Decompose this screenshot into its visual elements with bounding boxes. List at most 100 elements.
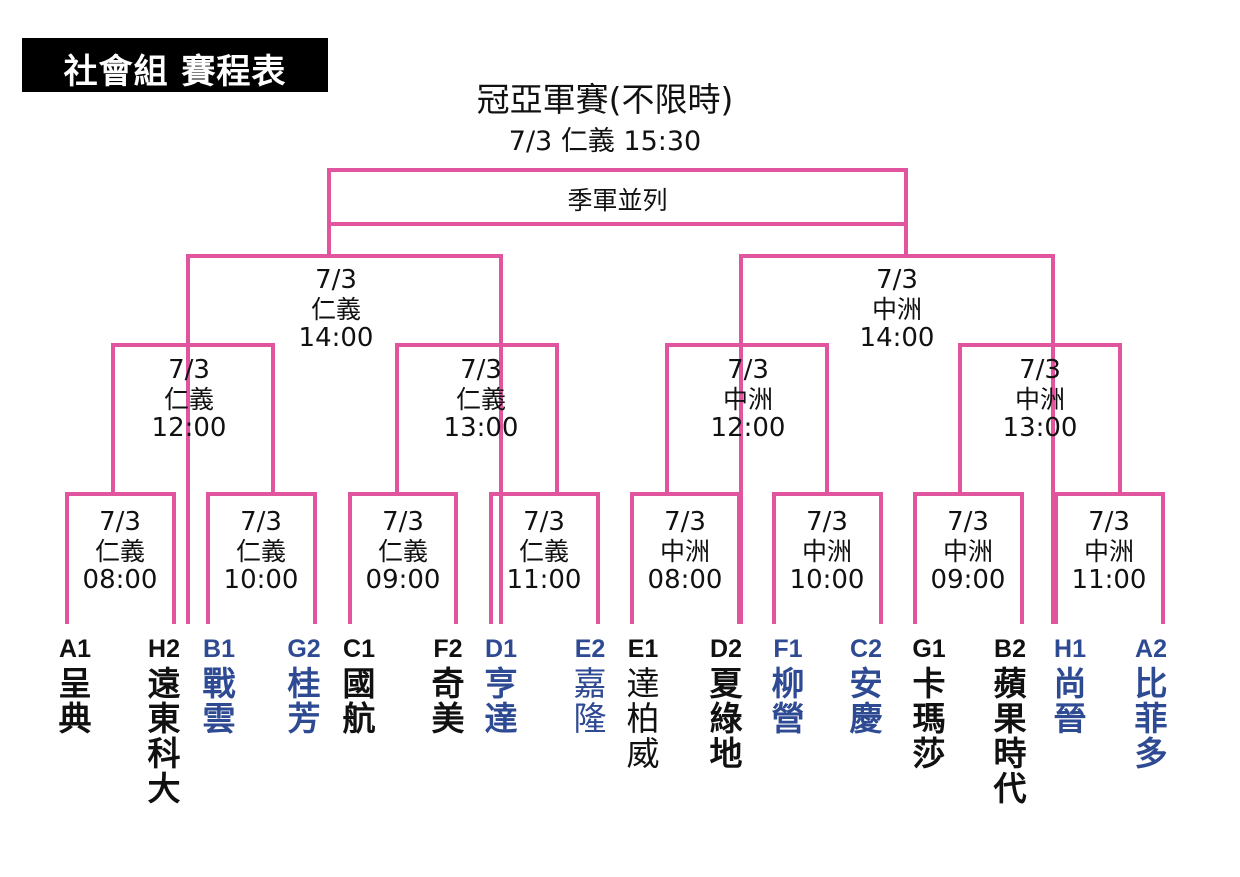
team-name: 夏綠地 <box>709 664 743 773</box>
team-code: B1 <box>203 635 235 663</box>
quarterfinal-1-label: 7/3 仁義 12:00 <box>139 356 239 443</box>
match-venue: 中洲 <box>659 537 710 566</box>
round1-bracket-1 <box>65 492 176 624</box>
team-name: 達柏威 <box>626 664 660 773</box>
match-date: 7/3 <box>727 355 769 385</box>
team-code: B2 <box>994 635 1026 663</box>
final-schedule: 7/3 仁義 15:30 <box>508 126 702 157</box>
match-venue: 中洲 <box>722 385 773 414</box>
team-g1: G1 卡瑪莎 <box>889 634 969 771</box>
team-name: 亨達 <box>484 664 518 738</box>
team-name: 安慶 <box>849 664 883 738</box>
team-name: 柳營 <box>771 664 805 738</box>
round1-match-5-label: 7/3 中洲 08:00 <box>635 508 735 595</box>
quarterfinal-bracket-1 <box>111 343 275 494</box>
match-time: 10:00 <box>789 565 865 595</box>
page-title: 社會組 賽程表 <box>63 52 287 92</box>
match-time: 14:00 <box>298 323 374 353</box>
team-name: 奇美 <box>431 664 465 738</box>
team-name: 戰雲 <box>202 664 236 738</box>
round1-bracket-6 <box>772 492 883 624</box>
match-time: 08:00 <box>82 565 158 595</box>
team-name: 遠東科大 <box>147 664 181 808</box>
team-c2: C2 安慶 <box>826 634 906 736</box>
team-code: H2 <box>148 635 180 663</box>
team-code: G2 <box>287 635 321 663</box>
team-h1: H1 尚晉 <box>1030 634 1110 736</box>
match-venue: 仁義 <box>518 537 569 566</box>
team-name: 嘉隆 <box>573 664 607 738</box>
round1-bracket-3 <box>348 492 458 624</box>
match-venue: 中洲 <box>871 295 922 324</box>
match-time: 11:00 <box>506 565 582 595</box>
match-time: 08:00 <box>647 565 723 595</box>
match-date: 7/3 <box>315 265 357 295</box>
team-code: C1 <box>343 635 375 663</box>
team-name: 尚晉 <box>1053 664 1087 738</box>
team-code: G1 <box>912 635 946 663</box>
team-code: A2 <box>1135 635 1167 663</box>
match-date: 7/3 <box>947 507 989 537</box>
match-date: 7/3 <box>460 355 502 385</box>
match-time: 13:00 <box>443 413 519 443</box>
match-date: 7/3 <box>1088 507 1130 537</box>
match-time: 09:00 <box>930 565 1006 595</box>
match-date: 7/3 <box>876 265 918 295</box>
team-h2: H2 遠東科大 <box>124 634 204 806</box>
team-name: 呈典 <box>58 664 92 738</box>
team-d2: D2 夏綠地 <box>686 634 766 771</box>
match-time: 09:00 <box>365 565 441 595</box>
quarterfinal-3-label: 7/3 中洲 12:00 <box>698 356 798 443</box>
round1-bracket-7 <box>913 492 1024 624</box>
match-time: 11:00 <box>1071 565 1147 595</box>
team-g2: G2 桂芳 <box>264 634 344 736</box>
match-date: 7/3 <box>240 507 282 537</box>
team-name: 國航 <box>342 664 376 738</box>
team-f1: F1 柳營 <box>748 634 828 736</box>
quarterfinal-2-label: 7/3 仁義 13:00 <box>431 356 531 443</box>
match-venue: 仁義 <box>310 295 361 324</box>
team-f2: F2 奇美 <box>408 634 488 736</box>
round1-match-1-label: 7/3 仁義 08:00 <box>70 508 170 595</box>
match-date: 7/3 <box>168 355 210 385</box>
team-name: 比菲多 <box>1134 664 1168 773</box>
team-name: 桂芳 <box>287 664 321 738</box>
match-date: 7/3 <box>99 507 141 537</box>
team-a1: A1 呈典 <box>35 634 115 736</box>
round1-match-4-label: 7/3 仁義 11:00 <box>494 508 594 595</box>
team-name: 蘋果時代 <box>993 664 1027 808</box>
round1-bracket-5 <box>630 492 741 624</box>
team-b2: B2 蘋果時代 <box>970 634 1050 806</box>
quarterfinal-4-label: 7/3 中洲 13:00 <box>990 356 1090 443</box>
team-code: E1 <box>627 635 659 663</box>
team-name: 卡瑪莎 <box>912 664 946 773</box>
match-venue: 仁義 <box>163 385 214 414</box>
round1-bracket-2 <box>206 492 317 624</box>
round1-match-7-label: 7/3 中洲 09:00 <box>918 508 1018 595</box>
final-box <box>327 168 908 226</box>
team-a2: A2 比菲多 <box>1111 634 1191 771</box>
match-venue: 中洲 <box>1014 385 1065 414</box>
match-time: 10:00 <box>223 565 299 595</box>
match-time: 14:00 <box>859 323 935 353</box>
team-e1: E1 達柏威 <box>603 634 683 771</box>
match-venue: 仁義 <box>94 537 145 566</box>
match-date: 7/3 <box>806 507 848 537</box>
match-date: 7/3 <box>664 507 706 537</box>
team-code: H1 <box>1054 635 1086 663</box>
team-code: D2 <box>710 635 742 663</box>
final-title: 冠亞軍賽(不限時) <box>476 80 734 119</box>
match-date: 7/3 <box>382 507 424 537</box>
team-code: F1 <box>773 635 803 663</box>
match-date: 7/3 <box>1019 355 1061 385</box>
quarterfinal-bracket-4 <box>958 343 1122 494</box>
quarterfinal-bracket-3 <box>665 343 829 494</box>
page-title-box: 社會組 賽程表 <box>22 38 328 92</box>
semifinal-left-label: 7/3 仁義 14:00 <box>286 266 386 353</box>
round1-bracket-8 <box>1054 492 1165 624</box>
team-code: F2 <box>433 635 463 663</box>
match-date: 7/3 <box>523 507 565 537</box>
round1-match-3-label: 7/3 仁義 09:00 <box>353 508 453 595</box>
semifinal-right-label: 7/3 中洲 14:00 <box>847 266 947 353</box>
